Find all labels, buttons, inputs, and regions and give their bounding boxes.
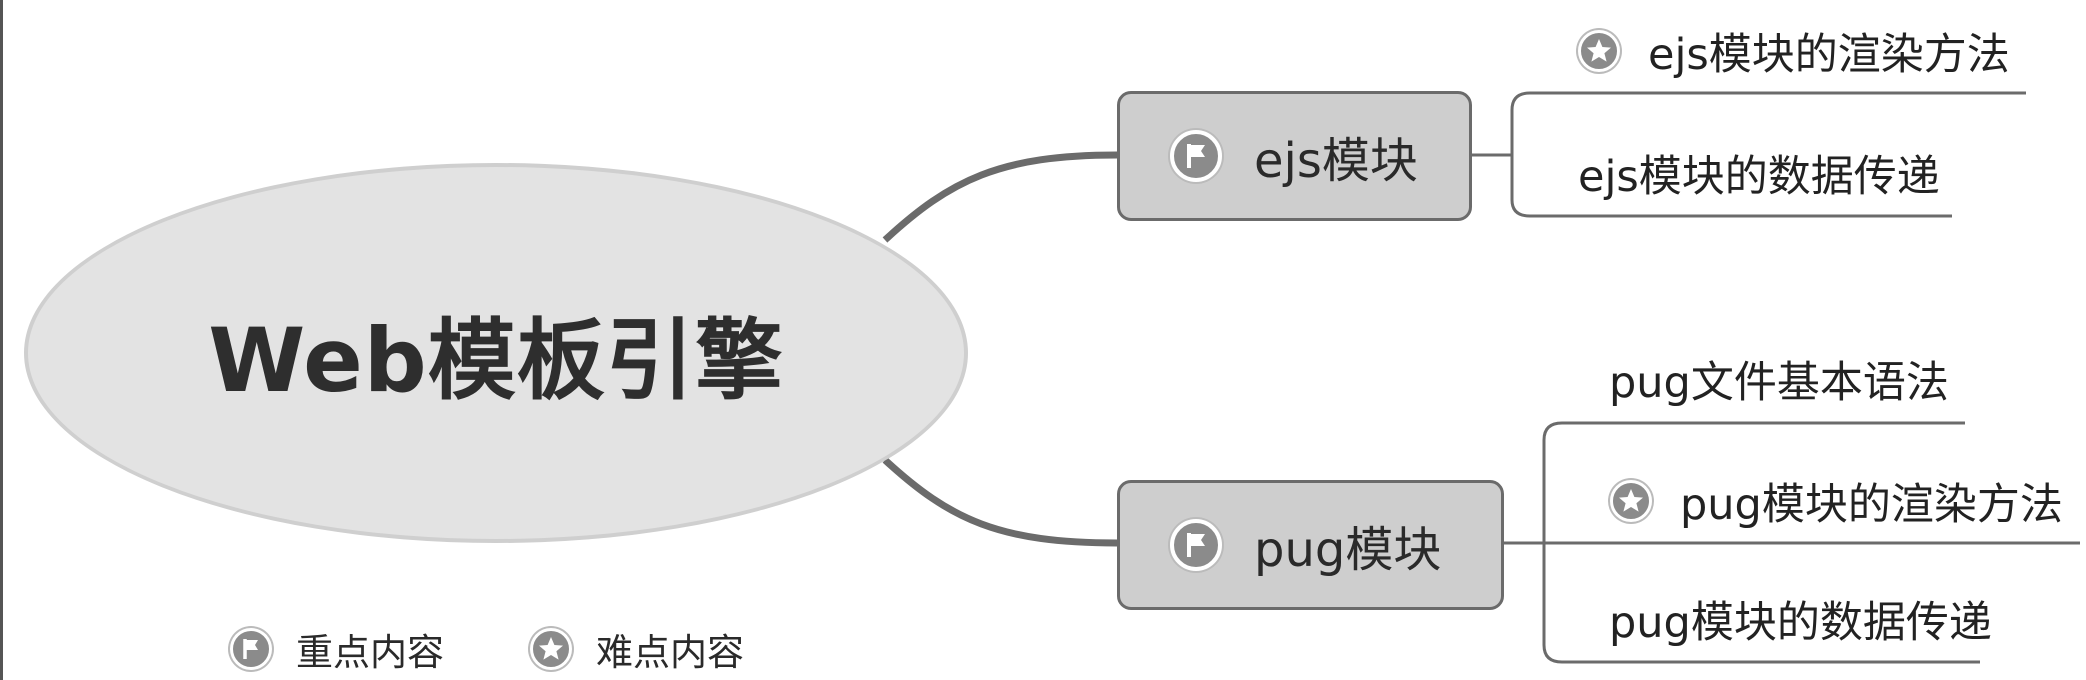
- legend-item-key-point: 重点内容: [230, 622, 444, 676]
- star-icon: [530, 628, 572, 670]
- flag-icon: [1170, 519, 1222, 571]
- leaf-label: pug文件基本语法: [1609, 358, 1949, 408]
- leaf-label: ejs模块的渲染方法: [1648, 30, 2010, 80]
- branch-label: pug模块: [1254, 522, 1442, 578]
- root-title: Web模板引擎: [208, 308, 784, 412]
- branch-node-pug[interactable]: pug模块: [1117, 480, 1504, 610]
- flag-icon: [230, 628, 272, 670]
- connector-root-ejs: [882, 151, 1118, 243]
- legend-label: 难点内容: [596, 631, 744, 674]
- root-node[interactable]: Web模板引擎: [24, 163, 968, 543]
- flag-icon: [1170, 130, 1222, 182]
- leaf-label: ejs模块的数据传递: [1578, 152, 1940, 202]
- left-border: [0, 0, 3, 680]
- connector-ejs-bracket: [1472, 91, 2026, 218]
- leaf-node[interactable]: ejs模块的渲染方法: [1578, 20, 2010, 82]
- leaf-node[interactable]: pug模块的渲染方法: [1610, 470, 2063, 532]
- connector-root-pug: [882, 457, 1118, 547]
- leaf-node[interactable]: pug模块的数据传递: [1609, 588, 1992, 650]
- legend-item-difficult-point: 难点内容: [530, 622, 744, 676]
- leaf-label: pug模块的渲染方法: [1680, 480, 2063, 530]
- star-icon: [1610, 480, 1652, 522]
- branch-node-ejs[interactable]: ejs模块: [1117, 91, 1472, 221]
- leaf-node[interactable]: ejs模块的数据传递: [1578, 142, 1940, 204]
- legend-label: 重点内容: [296, 631, 444, 674]
- leaf-label: pug模块的数据传递: [1609, 598, 1992, 648]
- leaf-node[interactable]: pug文件基本语法: [1609, 348, 1949, 410]
- branch-label: ejs模块: [1254, 133, 1418, 189]
- connector-pug-bracket: [1504, 421, 2080, 664]
- star-icon: [1578, 30, 1620, 72]
